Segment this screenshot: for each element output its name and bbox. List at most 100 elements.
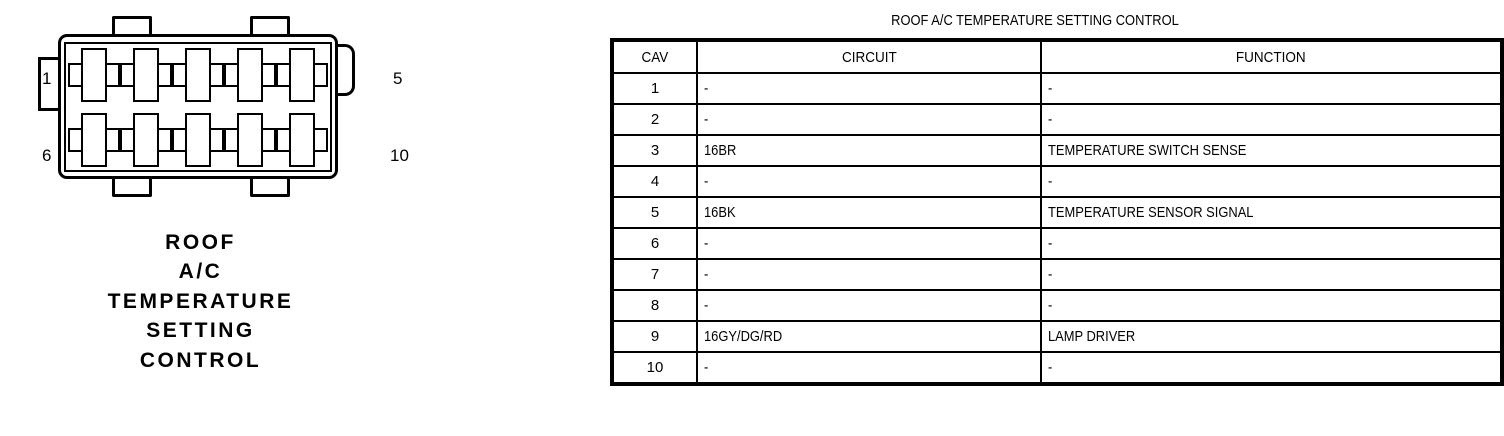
cell-circuit: 16BR [696,134,1042,167]
table-row: 10 - - [611,351,1503,385]
cell-circuit-text: 16GY/DG/RD [704,328,783,345]
cell-function-text: TEMPERATURE SWITCH SENSE [1048,142,1247,159]
cavity-9 [224,111,276,169]
cavity-1 [68,46,120,104]
caption-line-1: ROOF [165,231,236,254]
cell-function-text: - [1048,235,1053,252]
cell-function: - [1040,258,1503,291]
cell-function-text: - [1048,173,1053,190]
table-row: 1 - - [611,72,1503,105]
caption-line-4: SETTING [146,319,255,343]
cell-circuit-text: 16BR [704,142,737,159]
header-function-label: FUNCTION [1236,48,1306,66]
table-header-row: CAV CIRCUIT FUNCTION [611,39,1503,74]
table-row: 5 16BK TEMPERATURE SENSOR SIGNAL [611,196,1503,229]
cell-circuit: - [696,351,1042,385]
connector-panel: 1 5 6 10 ROOF A/C TEMPERATURE SETTING CO… [0,0,600,436]
cell-circuit-text: - [704,359,709,376]
cell-function-text: LAMP DRIVER [1048,328,1136,345]
cell-circuit-text: - [704,80,709,97]
cavity-row-bottom [68,111,328,169]
latch-right [333,44,355,96]
pinout-panel: ROOF A/C TEMPERATURE SETTING CONTROL CAV… [610,12,1504,386]
cavity-10 [276,111,328,169]
cell-cav: 1 [611,72,698,105]
cell-function: - [1040,103,1503,136]
cell-circuit: - [696,165,1042,198]
cell-circuit-text: - [704,235,709,252]
table-row: 9 16GY/DG/RD LAMP DRIVER [611,320,1503,353]
cell-function: - [1040,289,1503,322]
header-cav-label: CAV [641,48,669,66]
cell-cav: 8 [611,289,698,322]
cavity-4 [224,46,276,104]
cell-function-text: - [1048,80,1053,97]
cavity-8 [172,111,224,169]
cell-function-text: - [1048,266,1053,283]
header-circuit: CIRCUIT [696,39,1042,74]
cavity-6 [68,111,120,169]
table-row: 8 - - [611,289,1503,322]
latch-left [38,57,60,111]
cell-function: LAMP DRIVER [1040,320,1503,353]
caption-line-5: CONTROL [139,348,262,372]
table-row: 7 - - [611,258,1503,291]
table-title: ROOF A/C TEMPERATURE SETTING CONTROL [891,12,1179,29]
cell-function-text: TEMPERATURE SENSOR SIGNAL [1048,204,1254,221]
cell-cav: 4 [611,165,698,198]
cavity-3 [172,46,224,104]
cell-cav: 6 [611,227,698,260]
cell-circuit: - [696,258,1042,291]
cell-cav: 2 [611,103,698,136]
cell-function-text: - [1048,111,1053,128]
table-row: 6 - - [611,227,1503,260]
cell-function: - [1040,351,1503,385]
table-row: 4 - - [611,165,1503,198]
header-cav: CAV [611,39,698,74]
cell-function-text: - [1048,359,1053,376]
cell-function: - [1040,72,1503,105]
mounting-tab-top-right [250,16,290,38]
cell-function: - [1040,227,1503,260]
table-row: 3 16BR TEMPERATURE SWITCH SENSE [611,134,1503,167]
cell-function-text: - [1048,297,1053,314]
cell-circuit-text: - [704,111,709,128]
mounting-tab-top-left [112,16,152,38]
cell-function: - [1040,165,1503,198]
cell-circuit: - [696,103,1042,136]
cell-circuit: - [696,72,1042,105]
cell-circuit: - [696,289,1042,322]
cell-circuit: 16BK [696,196,1042,229]
cell-cav: 7 [611,258,698,291]
header-function: FUNCTION [1040,39,1503,74]
caption-line-2: A/C [178,260,223,284]
cell-cav: 3 [611,134,698,167]
cell-circuit-text: 16BK [704,204,736,221]
cell-cav: 9 [611,320,698,353]
pin-number-bottom-left: 6 [42,146,52,165]
cavity-7 [120,111,172,169]
cell-function: TEMPERATURE SENSOR SIGNAL [1040,196,1503,229]
header-circuit-label: CIRCUIT [841,48,897,66]
connector-diagram: 1 5 6 10 [28,12,409,197]
connector-caption: ROOF A/C TEMPERATURE SETTING CONTROL [28,228,373,375]
cell-circuit-text: - [704,173,709,190]
cell-circuit: - [696,227,1042,260]
cavity-2 [120,46,172,104]
cavity-5 [276,46,328,104]
pin-number-top-right: 5 [393,69,403,88]
cell-cav: 10 [611,351,698,385]
mounting-tab-bottom-right [250,175,290,197]
cavity-row-top [68,46,328,104]
table-row: 2 - - [611,103,1503,136]
cell-circuit-text: - [704,297,709,314]
cell-circuit: 16GY/DG/RD [696,320,1042,353]
cell-function: TEMPERATURE SWITCH SENSE [1040,134,1503,167]
mounting-tab-bottom-left [112,175,152,197]
cell-cav: 5 [611,196,698,229]
caption-line-3: TEMPERATURE [107,289,294,313]
pin-number-top-left: 1 [42,69,52,88]
pin-number-bottom-right: 10 [390,146,409,165]
cell-circuit-text: - [704,266,709,283]
pinout-table: CAV CIRCUIT FUNCTION 1 - - 2 - - 3 16BR … [610,38,1504,386]
